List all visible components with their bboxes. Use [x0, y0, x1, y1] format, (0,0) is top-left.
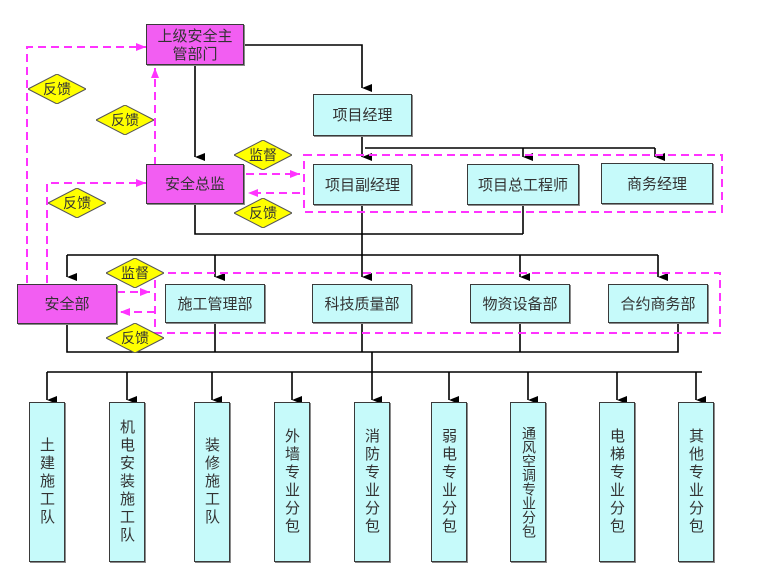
line-director-down: [194, 205, 523, 235]
node-team[interactable]: 弱电专业分包: [431, 402, 467, 562]
node-team[interactable]: 装修施工队: [194, 402, 230, 562]
node-label: 外墙专业分包: [283, 428, 301, 536]
dashed-management-group: [303, 154, 723, 213]
node-label: 项目经理: [332, 106, 393, 124]
node-commerce-manager[interactable]: 商务经理: [601, 163, 713, 204]
diamond-feedback-3: 反馈: [48, 188, 106, 218]
node-label: 消防专业分包: [363, 428, 381, 536]
diamond-feedback-1: 反馈: [28, 74, 86, 104]
node-label: 土建施工队: [38, 437, 56, 527]
node-label: 电梯专业分包: [608, 428, 626, 536]
node-label: 安全部: [44, 295, 90, 313]
diamond-label: 监督: [249, 148, 277, 164]
node-label: 物资设备部: [482, 294, 558, 313]
node-label: 科技质量部: [324, 294, 400, 313]
node-label: 施工管理部: [177, 294, 253, 313]
node-label: 项目总工程师: [477, 175, 568, 194]
node-team[interactable]: 外墙专业分包: [274, 402, 310, 562]
node-label: 装修施工队: [203, 437, 221, 527]
diamond-feedback-2: 反馈: [96, 105, 154, 135]
node-label: 项目副经理: [324, 175, 400, 194]
diamond-feedback-safety-dept: 反馈: [106, 323, 164, 353]
node-deputy-pm[interactable]: 项目副经理: [313, 164, 412, 205]
node-label: 其他专业分包: [687, 428, 705, 536]
node-label: 安全总监: [164, 175, 225, 193]
node-label: 机电安装施工队: [118, 419, 136, 545]
node-safety-director[interactable]: 安全总监: [146, 164, 244, 204]
node-label: 弱电专业分包: [440, 428, 458, 536]
node-team[interactable]: 消防专业分包: [354, 402, 390, 562]
node-tech-quality-dept[interactable]: 科技质量部: [312, 284, 412, 323]
node-chief-engineer[interactable]: 项目总工程师: [467, 164, 579, 205]
diamond-label: 反馈: [111, 113, 139, 129]
diamond-feedback-director: 反馈: [234, 198, 292, 228]
node-top-authority[interactable]: 上级安全主管部门: [146, 24, 244, 65]
node-label: 合约商务部: [620, 294, 696, 313]
node-team[interactable]: 土建施工队: [29, 402, 65, 562]
node-contracts-dept[interactable]: 合约商务部: [608, 284, 708, 323]
diamond-label: 反馈: [121, 331, 149, 347]
node-team[interactable]: 机电安装施工队: [109, 402, 145, 562]
node-team[interactable]: 其他专业分包: [678, 402, 714, 562]
node-team[interactable]: 电梯专业分包: [599, 402, 635, 562]
line-authority-to-pm: [244, 44, 372, 92]
diamond-label: 监督: [121, 266, 149, 282]
node-label: 商务经理: [626, 174, 687, 193]
node-construction-dept[interactable]: 施工管理部: [165, 284, 265, 323]
node-team[interactable]: 通风空调专业分包: [510, 402, 546, 562]
diamond-label: 反馈: [63, 196, 91, 212]
node-safety-department[interactable]: 安全部: [17, 284, 117, 324]
dashed-safety-dept-to-director: [46, 179, 146, 283]
diamond-label: 反馈: [249, 206, 277, 222]
node-materials-dept[interactable]: 物资设备部: [470, 284, 570, 323]
diamond-supervise-safety-dept: 监督: [106, 258, 164, 288]
diamond-label: 反馈: [43, 82, 71, 98]
node-label: 上级安全主管部门: [157, 26, 233, 63]
dashed-safety-dept-to-authority: [26, 43, 146, 283]
diamond-supervise-director: 监督: [234, 140, 292, 170]
node-project-manager[interactable]: 项目经理: [313, 94, 412, 136]
node-label: 通风空调专业分包: [520, 426, 536, 538]
